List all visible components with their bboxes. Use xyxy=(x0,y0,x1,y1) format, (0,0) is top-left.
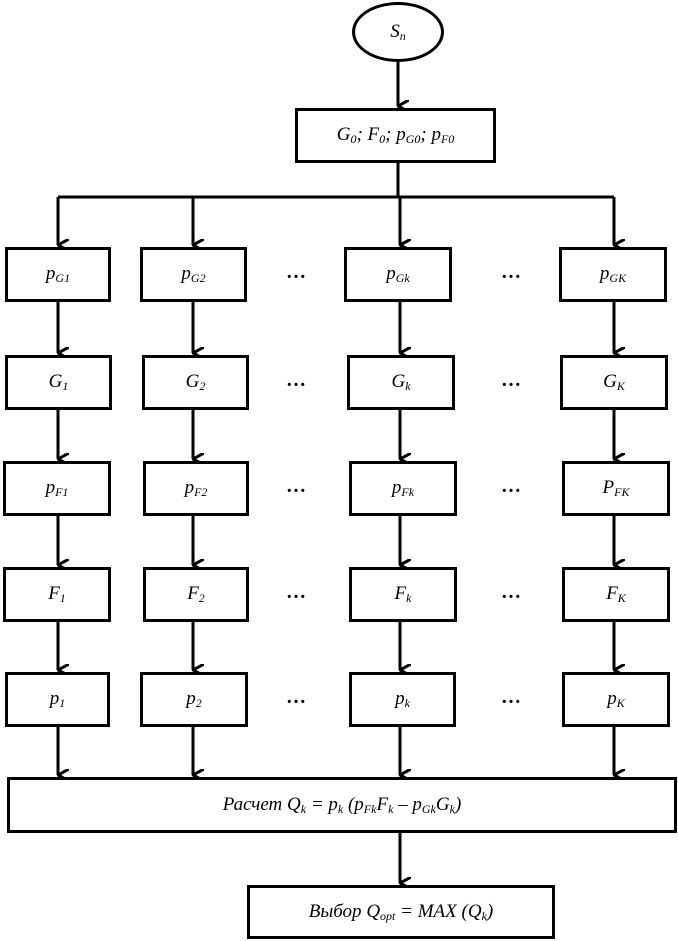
ellipsis: … xyxy=(286,475,306,497)
box-pg-1: pG1 xyxy=(5,247,111,302)
box-label: Gk xyxy=(391,371,411,393)
box-pg-K: pGK xyxy=(559,247,667,302)
start-node: Sn xyxy=(352,2,444,62)
box-label: pFk xyxy=(391,477,415,499)
box-g-k: Gk xyxy=(347,355,455,410)
box-label: pGK xyxy=(599,263,627,285)
box-p-K: pK xyxy=(562,672,670,727)
calc-label: Расчет Qk = pk (pFkFk – pGkGk) xyxy=(222,793,462,816)
ellipsis: … xyxy=(501,369,521,391)
box-label: pG2 xyxy=(181,263,206,285)
box-g-1: G1 xyxy=(5,355,112,410)
box-pf-k: pFk xyxy=(349,461,457,516)
box-f-K: FK xyxy=(562,567,670,622)
box-label: GK xyxy=(603,371,625,393)
box-pf-K: PFK xyxy=(562,461,670,516)
box-pg-2: pG2 xyxy=(140,247,247,302)
box-f-1: F1 xyxy=(3,567,111,622)
init-label: G0; F0; pG0; pF0 xyxy=(336,124,455,146)
box-label: p1 xyxy=(49,688,66,710)
box-pf-1: pF1 xyxy=(3,461,111,516)
box-label: pF1 xyxy=(45,477,69,499)
box-label: F2 xyxy=(187,583,205,605)
box-g-K: GK xyxy=(560,355,668,410)
ellipsis: … xyxy=(501,261,521,283)
box-label: Fk xyxy=(394,583,412,605)
box-pf-2: pF2 xyxy=(143,461,249,516)
box-label: pK xyxy=(607,688,625,710)
box-p-2: p2 xyxy=(140,672,248,727)
box-label: G1 xyxy=(48,371,69,393)
box-label: pk xyxy=(395,688,410,710)
box-pg-k: pGk xyxy=(344,247,452,302)
box-label: G2 xyxy=(185,371,206,393)
ellipsis: … xyxy=(286,686,306,708)
box-g-2: G2 xyxy=(142,355,249,410)
init-box: G0; F0; pG0; pF0 xyxy=(295,108,496,163)
box-label: pF2 xyxy=(184,477,208,499)
box-label: F1 xyxy=(48,583,66,605)
box-p-1: p1 xyxy=(5,672,110,727)
box-f-k: Fk xyxy=(349,567,457,622)
box-label: pGk xyxy=(386,263,410,285)
ellipsis: … xyxy=(501,475,521,497)
ellipsis: … xyxy=(286,261,306,283)
select-label: Выбор Qopt = MAX (Qk) xyxy=(308,900,494,923)
ellipsis: … xyxy=(501,581,521,603)
box-f-2: F2 xyxy=(143,567,249,622)
box-label: FK xyxy=(606,583,626,605)
box-label: p2 xyxy=(186,688,202,710)
ellipsis: … xyxy=(501,686,521,708)
ellipsis: … xyxy=(286,581,306,603)
calc-box: Расчет Qk = pk (pFkFk – pGkGk) xyxy=(7,777,677,833)
select-box: Выбор Qopt = MAX (Qk) xyxy=(247,885,555,939)
box-label: pG1 xyxy=(45,263,71,285)
box-p-k: pk xyxy=(349,672,456,727)
box-label: PFK xyxy=(602,477,630,499)
ellipsis: … xyxy=(286,369,306,391)
start-label: Sn xyxy=(390,20,406,43)
